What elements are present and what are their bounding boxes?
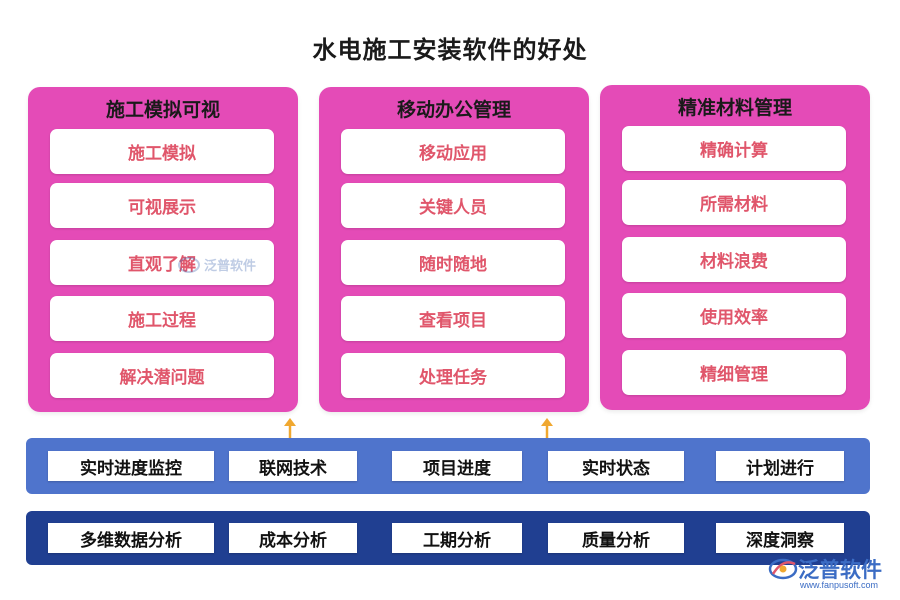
list-item: 施工模拟 xyxy=(50,129,274,174)
list-item: 移动应用 xyxy=(341,129,565,174)
page-title: 水电施工安装软件的好处 xyxy=(312,36,588,64)
list-item: 精确计算 xyxy=(622,126,846,171)
list-item: 可视展示 xyxy=(50,183,274,228)
logo-name: 泛普软件 xyxy=(798,558,882,582)
list-item: 精细管理 xyxy=(622,350,846,395)
bar-chip: 多维数据分析 xyxy=(48,523,214,553)
list-item: 直观了解 xyxy=(50,240,274,285)
panel-mobile-office: 移动办公管理 移动应用 关键人员 随时随地 查看项目 处理任务 xyxy=(319,87,589,412)
bar-chip: 项目进度 xyxy=(392,451,522,481)
bar-chip: 实时状态 xyxy=(548,451,684,481)
bar-chip: 实时进度监控 xyxy=(48,451,214,481)
panel-title: 施工模拟可视 xyxy=(105,99,220,121)
logo-icon xyxy=(768,558,798,580)
panel-material-management: 精准材料管理 精确计算 所需材料 材料浪费 使用效率 精细管理 xyxy=(600,85,870,410)
list-item: 使用效率 xyxy=(622,293,846,338)
list-item: 所需材料 xyxy=(622,180,846,225)
data-analysis-bar: 多维数据分析 成本分析 工期分析 质量分析 深度洞察 xyxy=(26,511,870,565)
list-item: 施工过程 xyxy=(50,296,274,341)
panel-construction-simulation: 施工模拟可视 施工模拟 可视展示 直观了解 施工过程 解决潜问题 xyxy=(28,87,298,412)
list-item: 处理任务 xyxy=(341,353,565,398)
realtime-progress-bar: 实时进度监控 联网技术 项目进度 实时状态 计划进行 xyxy=(26,438,870,494)
list-item: 材料浪费 xyxy=(622,237,846,282)
list-item: 解决潜问题 xyxy=(50,353,274,398)
list-item: 关键人员 xyxy=(341,183,565,228)
watermark-text: 泛普软件 xyxy=(204,259,257,274)
list-item: 查看项目 xyxy=(341,296,565,341)
bar-chip: 计划进行 xyxy=(716,451,844,481)
list-item: 随时随地 xyxy=(341,240,565,285)
bar-chip: 成本分析 xyxy=(229,523,357,553)
bar-chip: 工期分析 xyxy=(392,523,522,553)
logo-icon xyxy=(178,256,200,273)
logo-url: www.fanpusoft.com xyxy=(800,580,879,590)
brand-logo: 泛普软件 www.fanpusoft.com xyxy=(768,552,890,592)
bar-chip: 深度洞察 xyxy=(716,523,844,553)
bar-chip: 质量分析 xyxy=(548,523,684,553)
watermark: 泛普软件 xyxy=(178,255,256,274)
bar-chip: 联网技术 xyxy=(229,451,357,481)
panel-title: 移动办公管理 xyxy=(396,99,511,121)
panel-title: 精准材料管理 xyxy=(677,97,792,119)
